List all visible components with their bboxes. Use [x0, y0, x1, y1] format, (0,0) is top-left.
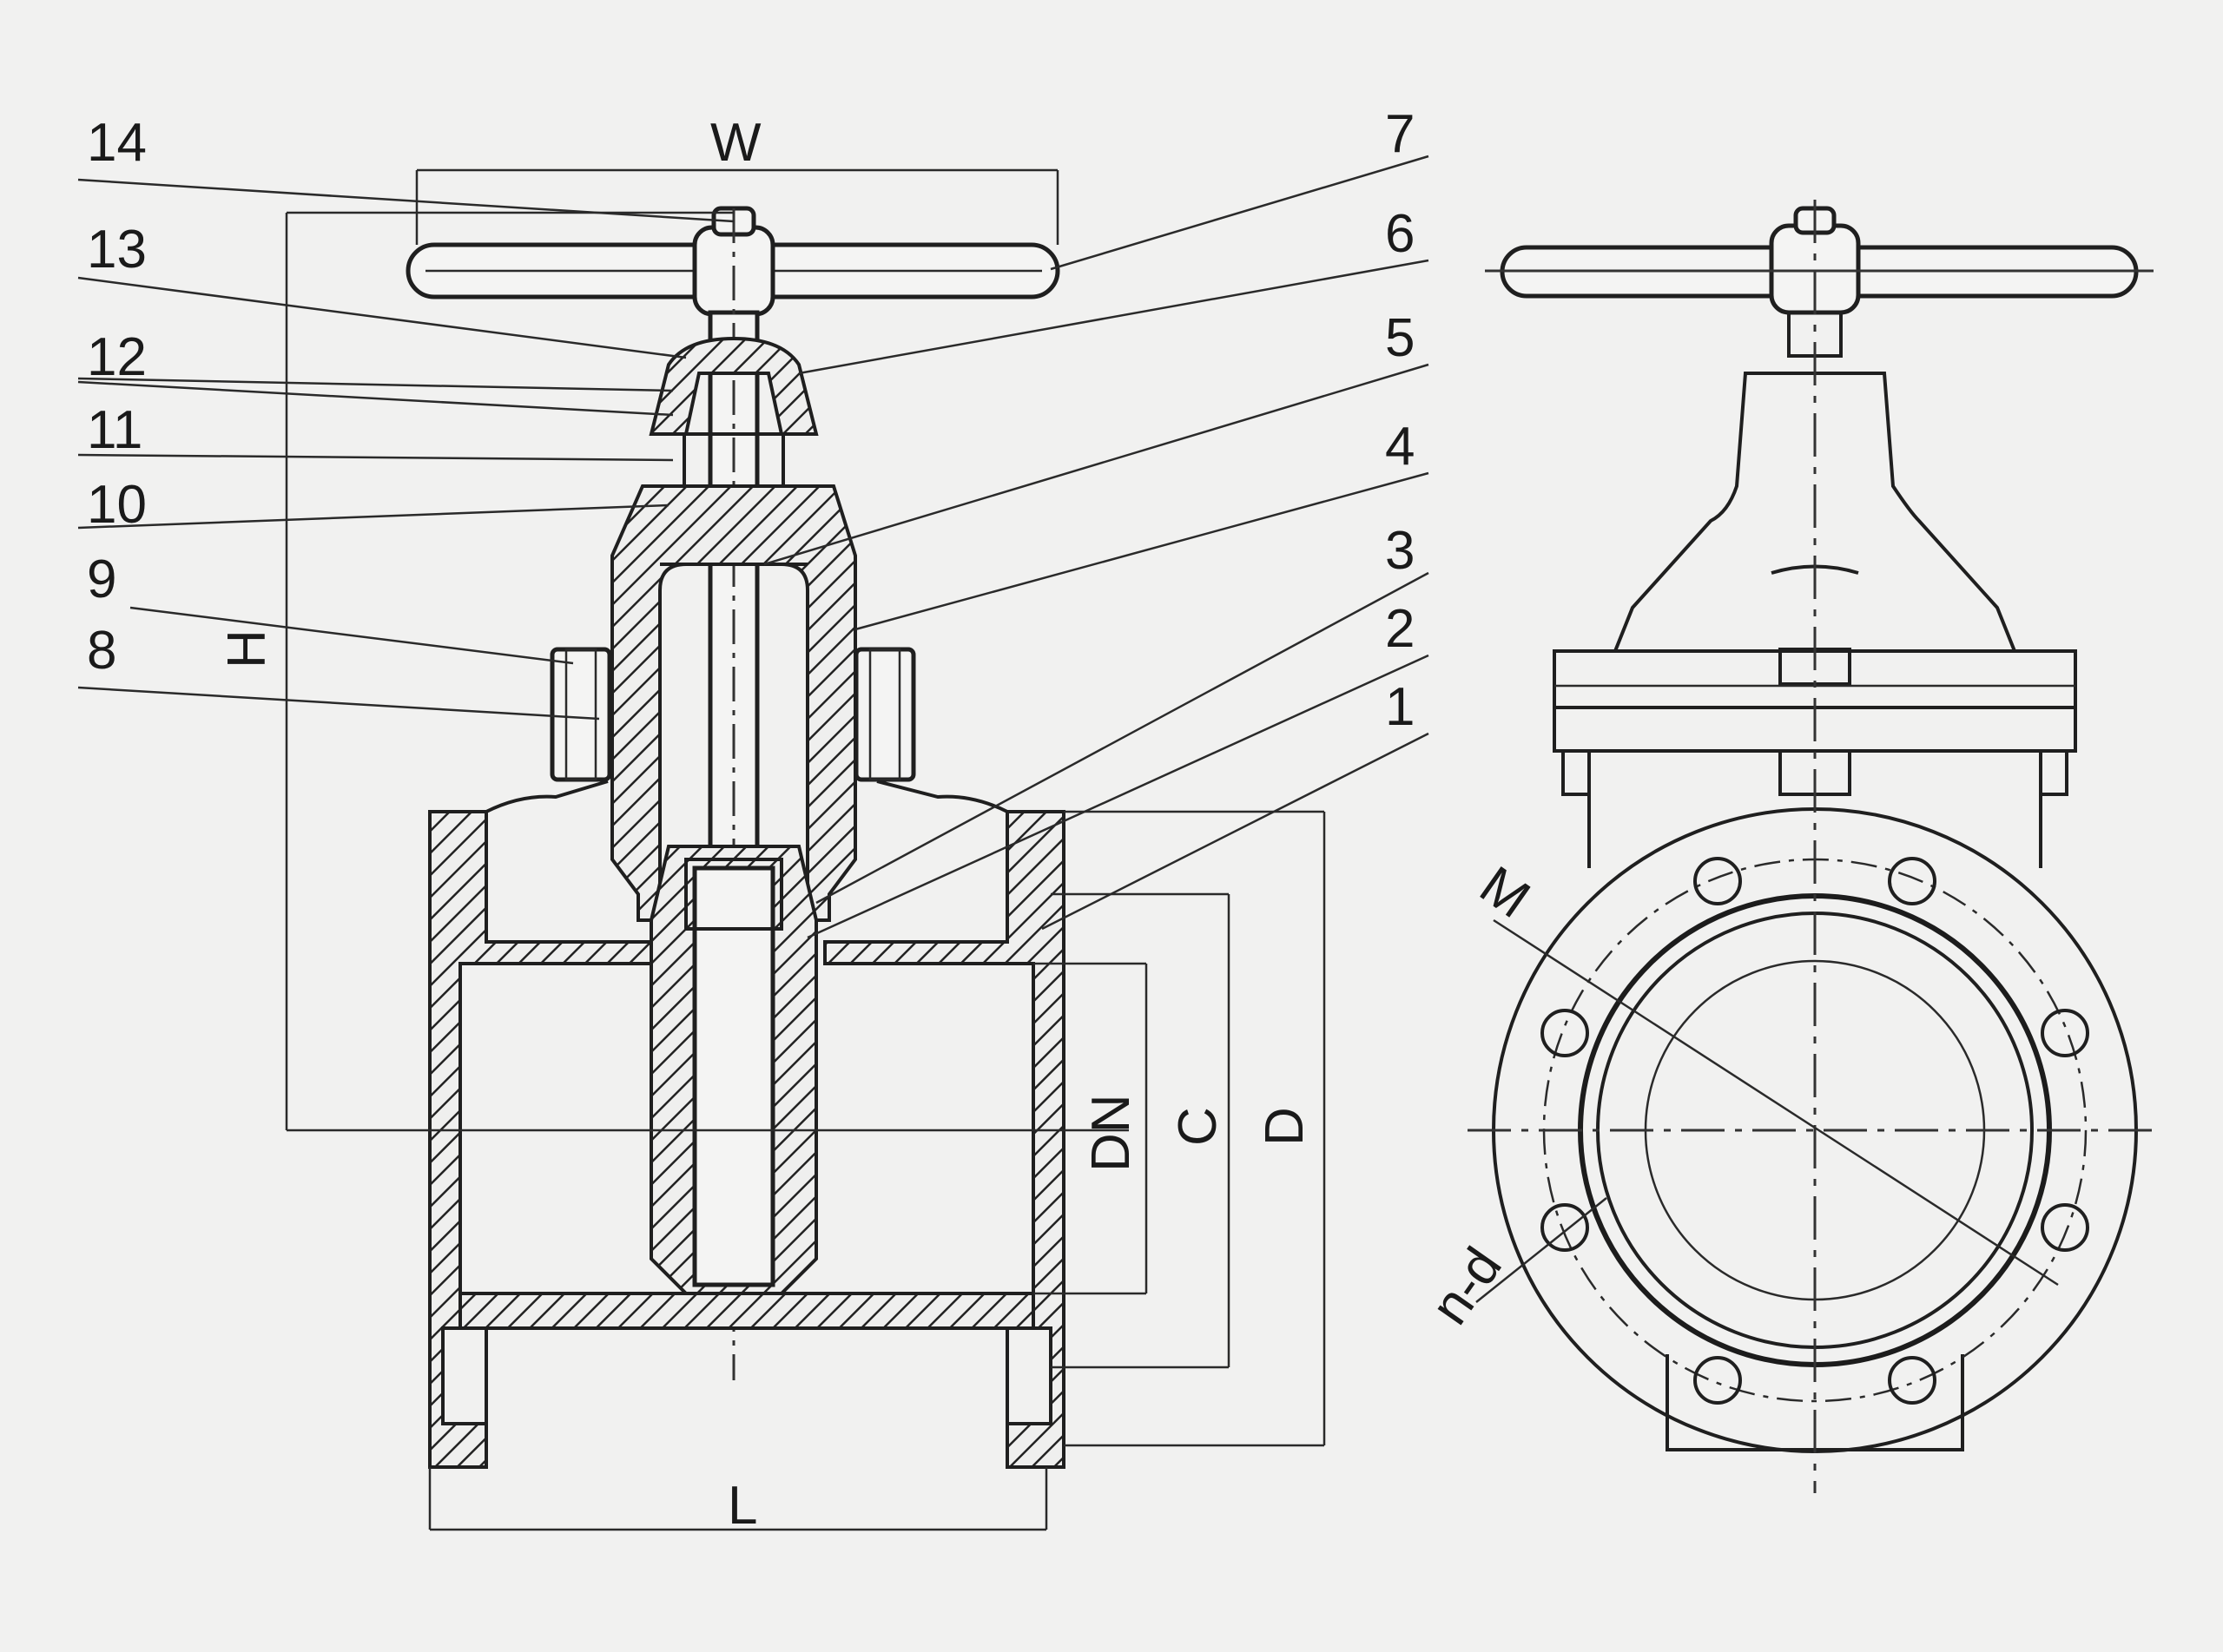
- part-number-7: 7: [1385, 104, 1415, 164]
- part-number-8: 8: [87, 621, 116, 681]
- dim-label-n-d: n-d: [1420, 1237, 1514, 1335]
- part-number-4: 4: [1385, 417, 1415, 477]
- dim-label-w: W: [710, 113, 762, 173]
- part-number-12: 12: [87, 327, 147, 387]
- valve-body: [428, 780, 1065, 1469]
- part-number-14: 14: [87, 113, 147, 173]
- part-number-11: 11: [87, 400, 142, 460]
- part-number-1: 1: [1385, 677, 1415, 737]
- part-number-9: 9: [87, 550, 116, 609]
- part-number-13: 13: [87, 220, 147, 280]
- part-number-10: 10: [87, 475, 147, 535]
- sectional-view: 14 13 12 11 10 9 8 7 6 5 4 3 2 1 W H L D…: [77, 104, 1429, 1536]
- leader-lines-left: [77, 178, 735, 721]
- dim-label-d: D: [1255, 1107, 1315, 1146]
- end-view: M n-d: [1420, 200, 2162, 1493]
- part-number-6: 6: [1385, 204, 1415, 264]
- wedge: [650, 845, 818, 1295]
- part-number-3: 3: [1385, 521, 1415, 581]
- bolt-holes: [1540, 857, 2089, 1405]
- dim-label-c: C: [1168, 1107, 1228, 1146]
- dim-label-l: L: [728, 1476, 757, 1536]
- dim-label-m: M: [1469, 855, 1540, 930]
- dim-label-h: H: [217, 629, 277, 668]
- bonnet-bolts: [550, 647, 916, 782]
- part-number-5: 5: [1385, 308, 1415, 368]
- dim-label-dn: DN: [1081, 1094, 1141, 1172]
- part-number-2: 2: [1385, 599, 1415, 659]
- dimension-lines: [285, 168, 1326, 1531]
- leader-lines-right: [763, 155, 1429, 939]
